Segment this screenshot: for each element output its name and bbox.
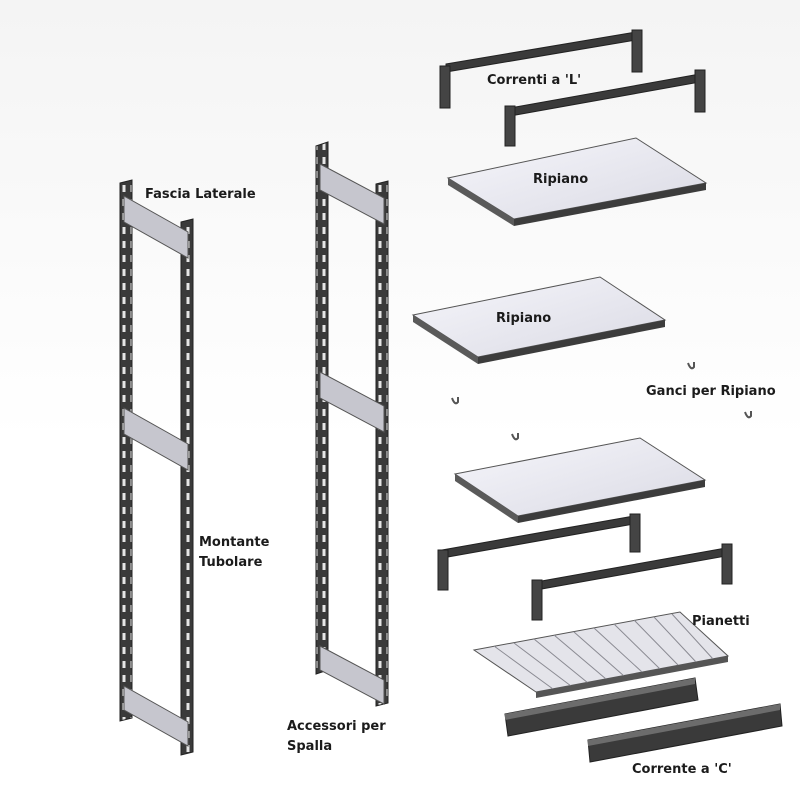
left-upright-frame [119, 179, 194, 756]
shelf-lower-edge-front [518, 480, 705, 523]
left-frame-post-front [119, 179, 133, 722]
label-ripiano-middle: Ripiano [496, 311, 552, 326]
l-beam-top-2-end-right [694, 69, 706, 113]
label-pianetti: Pianetti [692, 614, 750, 629]
left-frame-bottom-panel [123, 685, 189, 747]
shelf-top-edge [448, 178, 514, 226]
shelf-lower [453, 437, 707, 523]
l-beam-top-1 [445, 31, 637, 73]
l-beam-bottom-2 [535, 547, 727, 591]
shelf-top-edge-front [514, 183, 706, 226]
l-beam-bottom-1 [441, 515, 635, 559]
left-frame-top-panel [123, 195, 189, 259]
shelf-middle-edge-front [478, 320, 665, 364]
slatted-deck-edge [536, 656, 728, 698]
l-beam-bottom-2-end-right [721, 543, 733, 585]
left-frame-post-back [180, 218, 194, 756]
l-beam-bottom-2-end-left [531, 579, 543, 621]
l-beam-top-2-end-left [504, 105, 516, 147]
shelf-middle [411, 276, 667, 364]
label-ganci-ripiano: Ganci per Ripiano [646, 384, 776, 399]
label-accessori-spalla-line2: Spalla [287, 739, 333, 754]
middle-frame-bottom-panel [319, 645, 385, 705]
label-montante-tubolare-line2: Tubolare [199, 555, 263, 570]
l-beams-bottom [437, 513, 733, 621]
hook-1 [687, 362, 695, 370]
label-ripiano-top: Ripiano [533, 172, 589, 187]
slatted-deck-slats [493, 613, 714, 690]
shelf-top [446, 137, 708, 226]
l-beam-top-1-end-left [439, 65, 451, 109]
l-beam-bottom-1-end-left [437, 549, 449, 591]
c-beam-1-lip [505, 678, 695, 720]
middle-frame-top-panel [319, 163, 385, 225]
l-beams-top [439, 29, 706, 147]
l-beam-top-1-end-right [631, 29, 643, 73]
c-beam-2-lip [588, 704, 780, 746]
middle-upright-frame [315, 141, 389, 707]
label-corrente-c: Corrente a 'C' [632, 762, 732, 777]
hook-3 [511, 433, 519, 441]
middle-frame-post-front [315, 141, 329, 675]
hook-2 [451, 397, 459, 405]
l-beam-bottom-1-end-right [629, 513, 641, 553]
hook-4 [744, 411, 752, 419]
middle-frame-post-back [375, 180, 389, 707]
shelf-lower-edge [455, 474, 518, 523]
label-correnti-l: Correnti a 'L' [487, 73, 582, 88]
label-accessori-spalla-line1: Accessori per [287, 719, 386, 734]
c-beams [504, 677, 783, 763]
middle-frame-mid-panel [319, 371, 385, 433]
shelf-middle-edge [413, 315, 478, 364]
label-montante-tubolare-line1: Montante [199, 535, 270, 550]
left-frame-mid-panel [123, 407, 189, 471]
shelf-hooks [451, 362, 752, 441]
slatted-deck [472, 611, 730, 698]
label-fascia-laterale: Fascia Laterale [145, 187, 256, 202]
